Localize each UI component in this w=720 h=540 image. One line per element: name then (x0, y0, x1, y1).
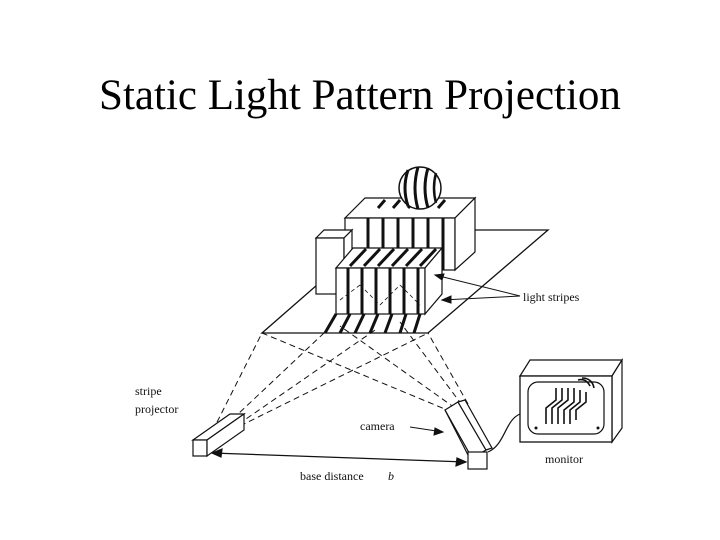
front-box-stripes (346, 247, 438, 314)
monitor-device (518, 357, 624, 444)
camera-rays (261, 321, 469, 413)
label-base-distance-symbol: b (388, 469, 394, 483)
base-distance-arrow (210, 448, 468, 467)
label-light-stripes: light stripes (523, 290, 580, 304)
label-base-distance: base distance (300, 469, 364, 483)
monitor-screen-stripes (545, 377, 595, 424)
sphere (398, 166, 442, 210)
label-monitor: monitor (545, 452, 583, 466)
label-stripe: stripe (135, 384, 162, 398)
label-projector: projector (135, 402, 178, 416)
view-rays (339, 284, 421, 306)
slide-title: Static Light Pattern Projection (99, 72, 621, 119)
stripe-projector (191, 412, 246, 458)
label-camera: camera (360, 419, 395, 433)
ground-stripes (323, 313, 422, 334)
camera-device (444, 399, 493, 470)
label-leaders (409, 273, 521, 436)
